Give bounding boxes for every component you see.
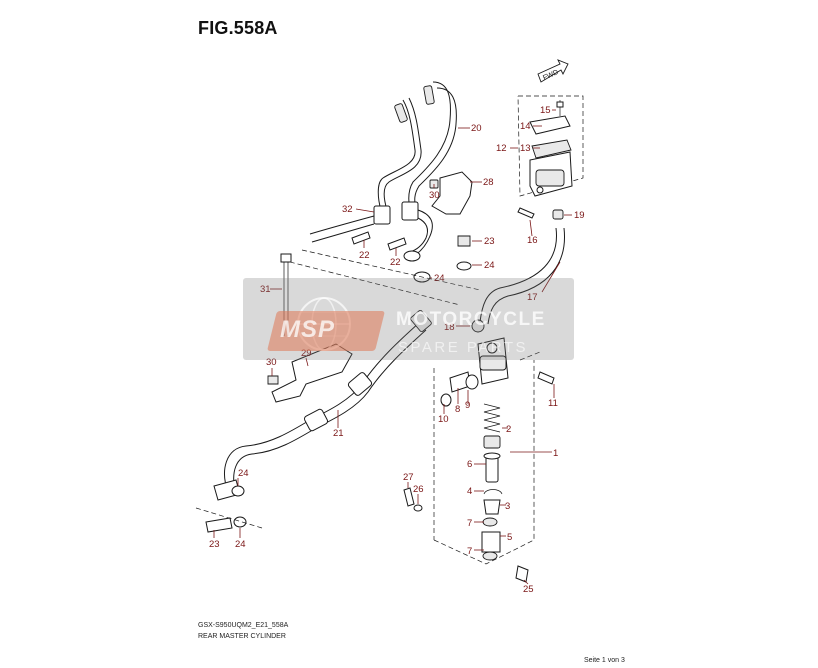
callout-29: 29 xyxy=(301,348,312,359)
callout-5: 5 xyxy=(507,532,512,543)
callout-24-mid: 24 xyxy=(434,273,445,284)
model-code: GSX-S950UQM2_E21_558A xyxy=(198,622,289,629)
callout-10: 10 xyxy=(438,414,449,425)
callout-14: 14 xyxy=(520,121,531,132)
callout-3: 3 xyxy=(505,501,510,512)
washer-24-top xyxy=(456,261,472,271)
callout-20: 20 xyxy=(471,123,482,134)
watermark-line-1: MOTORCYCLE xyxy=(396,309,546,330)
callout-24-bottom: 24 xyxy=(235,539,246,550)
callout-6: 6 xyxy=(467,459,472,470)
callout-22-left: 22 xyxy=(359,250,370,261)
fwd-arrow-icon: FWD xyxy=(537,59,569,83)
callout-22-right: 22 xyxy=(390,257,401,268)
callout-23-bottom: 23 xyxy=(209,539,220,550)
callout-30-bottom: 30 xyxy=(266,357,277,368)
page-number: Seite 1 von 3 xyxy=(584,657,625,664)
callout-13: 13 xyxy=(520,143,531,154)
callout-4: 4 xyxy=(467,486,472,497)
callout-9: 9 xyxy=(465,400,470,411)
washer-24-bottom-right xyxy=(233,516,247,528)
bracket-28 xyxy=(431,171,473,215)
reservoir-hose-17 xyxy=(479,227,565,325)
callout-24-left: 24 xyxy=(238,468,249,479)
callout-27: 27 xyxy=(403,472,414,483)
hose-clamp-19 xyxy=(552,209,564,220)
bolt-23-top xyxy=(457,235,471,247)
reservoir-assembly xyxy=(517,95,584,197)
callout-12: 12 xyxy=(496,143,507,154)
callout-31: 31 xyxy=(260,284,271,295)
callout-18: 18 xyxy=(444,322,455,333)
watermark-line-2: SPARE PARTS xyxy=(398,339,529,356)
callout-17: 17 xyxy=(527,292,538,303)
callout-28: 28 xyxy=(483,177,494,188)
master-cylinder-assembly xyxy=(403,319,555,583)
callout-26: 26 xyxy=(413,484,424,495)
bolt-23-bottom xyxy=(205,517,233,533)
brake-pipe-20 xyxy=(377,81,457,211)
watermark-logo-text: MSP xyxy=(280,316,336,343)
callout-25: 25 xyxy=(523,584,534,595)
callout-16: 16 xyxy=(527,235,538,246)
callout-7-lower: 7 xyxy=(467,546,472,557)
callout-2: 2 xyxy=(506,424,511,435)
callout-8: 8 xyxy=(455,404,460,415)
callout-24-top: 24 xyxy=(484,260,495,271)
callout-32: 32 xyxy=(342,204,353,215)
brake-hose-21 xyxy=(213,309,432,501)
callout-11: 11 xyxy=(548,398,558,409)
washer-24-bottom-left xyxy=(231,485,245,497)
screw-16 xyxy=(517,207,535,219)
callout-19: 19 xyxy=(574,210,585,221)
bolt-30-bottom xyxy=(267,375,279,385)
callout-15: 15 xyxy=(540,105,551,116)
callout-21: 21 xyxy=(333,428,344,439)
callout-1: 1 xyxy=(553,448,558,459)
figure-subtitle: REAR MASTER CYLINDER xyxy=(198,633,286,640)
figure-title: FIG.558A xyxy=(198,18,278,38)
callout-7-upper: 7 xyxy=(467,518,472,529)
callout-23-top: 23 xyxy=(484,236,495,247)
hose-junction xyxy=(309,201,433,262)
callout-30-top: 30 xyxy=(429,190,440,201)
